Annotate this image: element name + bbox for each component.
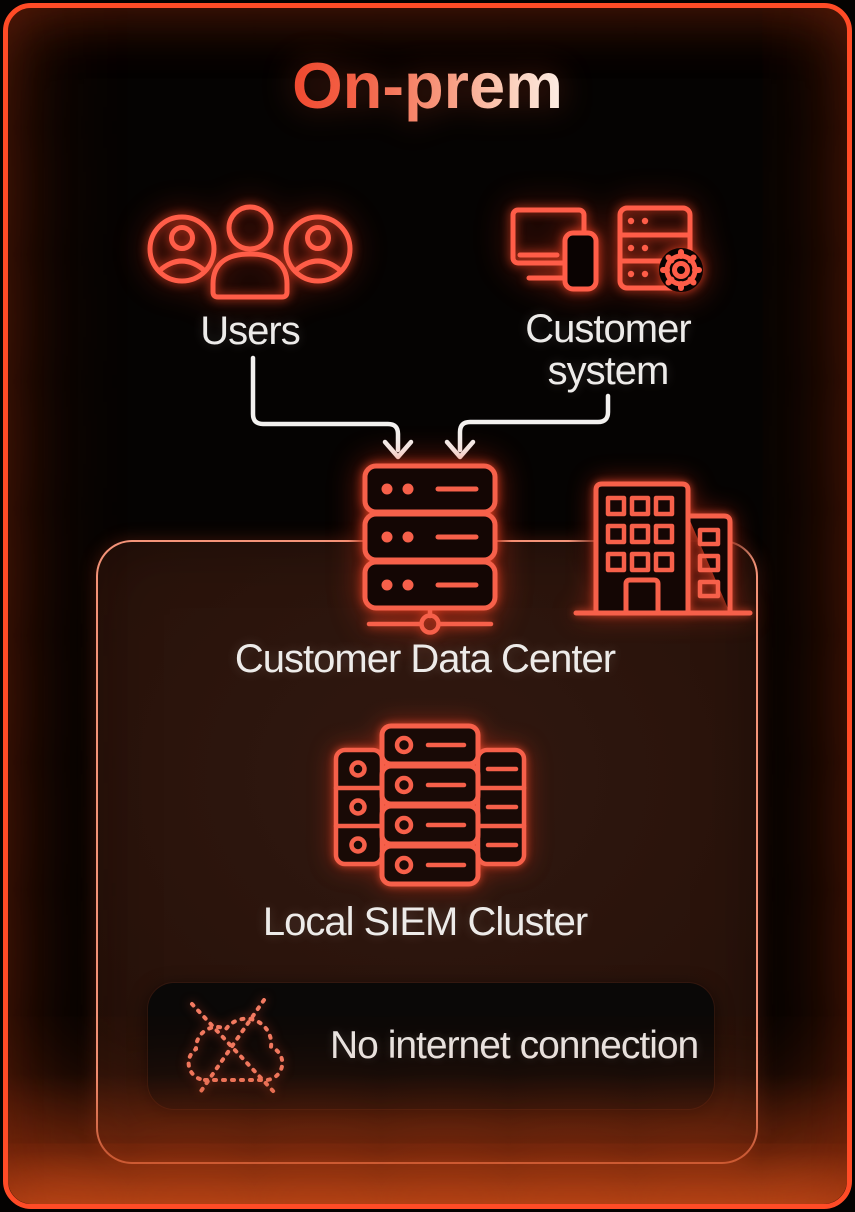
page-title: On-prem: [0, 48, 855, 123]
customer-data-center-label: Customer Data Center: [234, 637, 616, 681]
siem-cluster-label: Local SIEM Cluster: [262, 900, 588, 944]
users-arrow: [250, 355, 401, 453]
users-icon: [147, 204, 353, 300]
office-building-icon: [573, 481, 753, 616]
customer-system-label: Customer system: [525, 307, 691, 393]
customer-system-arrow: [457, 393, 611, 453]
users-arrowhead: [382, 439, 414, 460]
cloud-offline-icon: [186, 998, 285, 1096]
users-label: Users: [200, 309, 300, 353]
customer-system-icon: [510, 205, 703, 292]
page-title-text: On-prem: [292, 49, 563, 122]
no-internet-badge: No internet connection: [148, 983, 714, 1109]
server-stack-icon: [362, 463, 498, 635]
gear-icon: [659, 248, 703, 292]
customer-system-arrowhead: [444, 439, 476, 460]
server-cluster-icon: [333, 723, 527, 887]
no-internet-label: No internet connection: [330, 1024, 699, 1067]
